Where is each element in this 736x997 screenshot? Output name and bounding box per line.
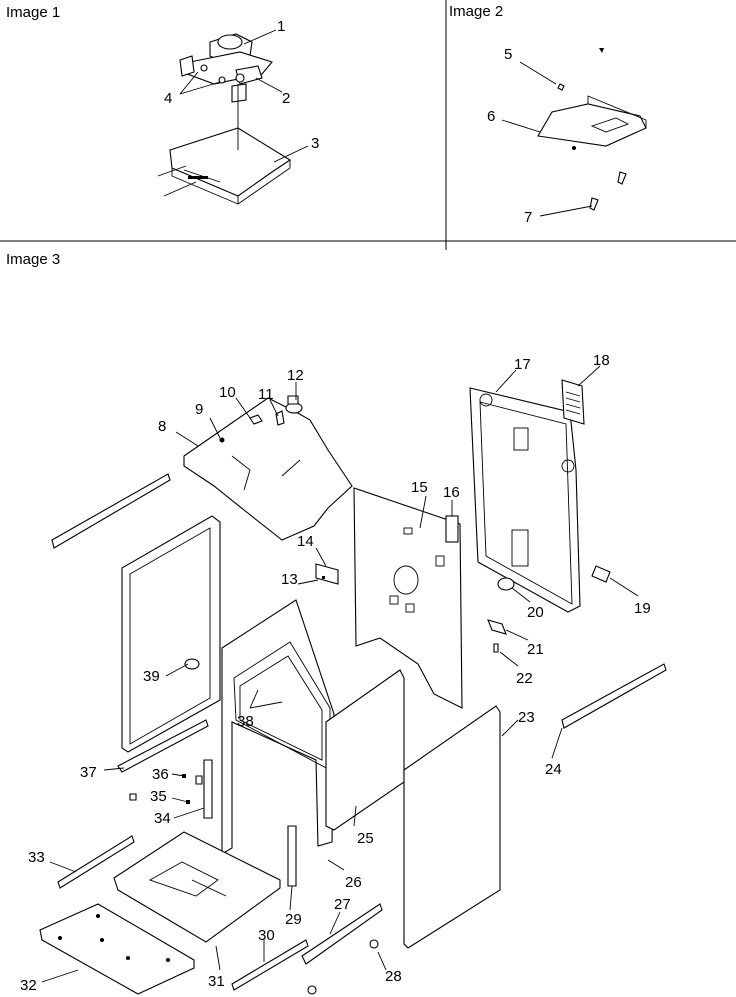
callout-2: 2 [282, 90, 290, 107]
image-2-parts [501, 48, 647, 217]
callout-9: 9 [195, 401, 203, 418]
callout-14: 14 [297, 533, 314, 550]
callout-38: 38 [237, 713, 254, 730]
image-1-parts [157, 29, 309, 205]
left-side-panel [121, 515, 221, 753]
callout-22: 22 [516, 670, 533, 687]
callout-23: 23 [518, 709, 535, 726]
callout-3: 3 [311, 135, 319, 152]
callout-32: 32 [20, 977, 37, 994]
bottom-panel [113, 831, 281, 943]
callout-10: 10 [219, 384, 236, 401]
bracket-part-6 [537, 103, 647, 147]
callout-4: 4 [164, 90, 172, 107]
callout-5: 5 [504, 46, 512, 63]
callout-19: 19 [634, 600, 651, 617]
callout-31: 31 [208, 973, 225, 990]
callout-37: 37 [80, 764, 97, 781]
right-side-panel [403, 705, 501, 949]
callout-13: 13 [281, 571, 298, 588]
top-trim-strip [51, 473, 171, 549]
callout-1: 1 [277, 18, 285, 35]
callout-24: 24 [545, 761, 562, 778]
back-panel [353, 487, 463, 709]
callout-34: 34 [154, 810, 171, 827]
callout-18: 18 [593, 352, 610, 369]
callout-33: 33 [28, 849, 45, 866]
callout-26: 26 [345, 874, 362, 891]
oven-front-frame [221, 599, 335, 855]
callout-6: 6 [487, 108, 495, 125]
panel-title-image-2: Image 2 [449, 3, 503, 20]
callout-15: 15 [411, 479, 428, 496]
callout-21: 21 [527, 641, 544, 658]
callout-36: 36 [152, 766, 169, 783]
rating-label [561, 379, 585, 425]
callout-17: 17 [514, 356, 531, 373]
callout-11: 11 [258, 386, 274, 403]
side-trim-strip [561, 663, 667, 729]
floor-plate [39, 903, 195, 995]
callout-29: 29 [285, 911, 302, 928]
callout-27: 27 [334, 896, 351, 913]
callout-16: 16 [443, 484, 460, 501]
callout-8: 8 [158, 418, 166, 435]
oven-side-panel [325, 669, 405, 831]
panel-title-image-3: Image 3 [6, 251, 60, 268]
panel-title-image-1: Image 1 [6, 4, 60, 21]
mounting-plate [169, 127, 292, 205]
rear-cover-panel [469, 387, 581, 613]
callout-12: 12 [287, 367, 304, 384]
callout-20: 20 [527, 604, 544, 621]
callout-28: 28 [385, 968, 402, 985]
callout-35: 35 [150, 788, 167, 805]
callout-labels: 1 2 3 4 5 6 7 8 9 10 11 12 13 14 15 16 1… [20, 18, 651, 994]
callout-25: 25 [357, 830, 374, 847]
image-3-parts [39, 365, 667, 995]
callout-39: 39 [143, 668, 160, 685]
motor-assembly [179, 33, 273, 103]
callout-7: 7 [524, 209, 532, 226]
callout-30: 30 [258, 927, 275, 944]
